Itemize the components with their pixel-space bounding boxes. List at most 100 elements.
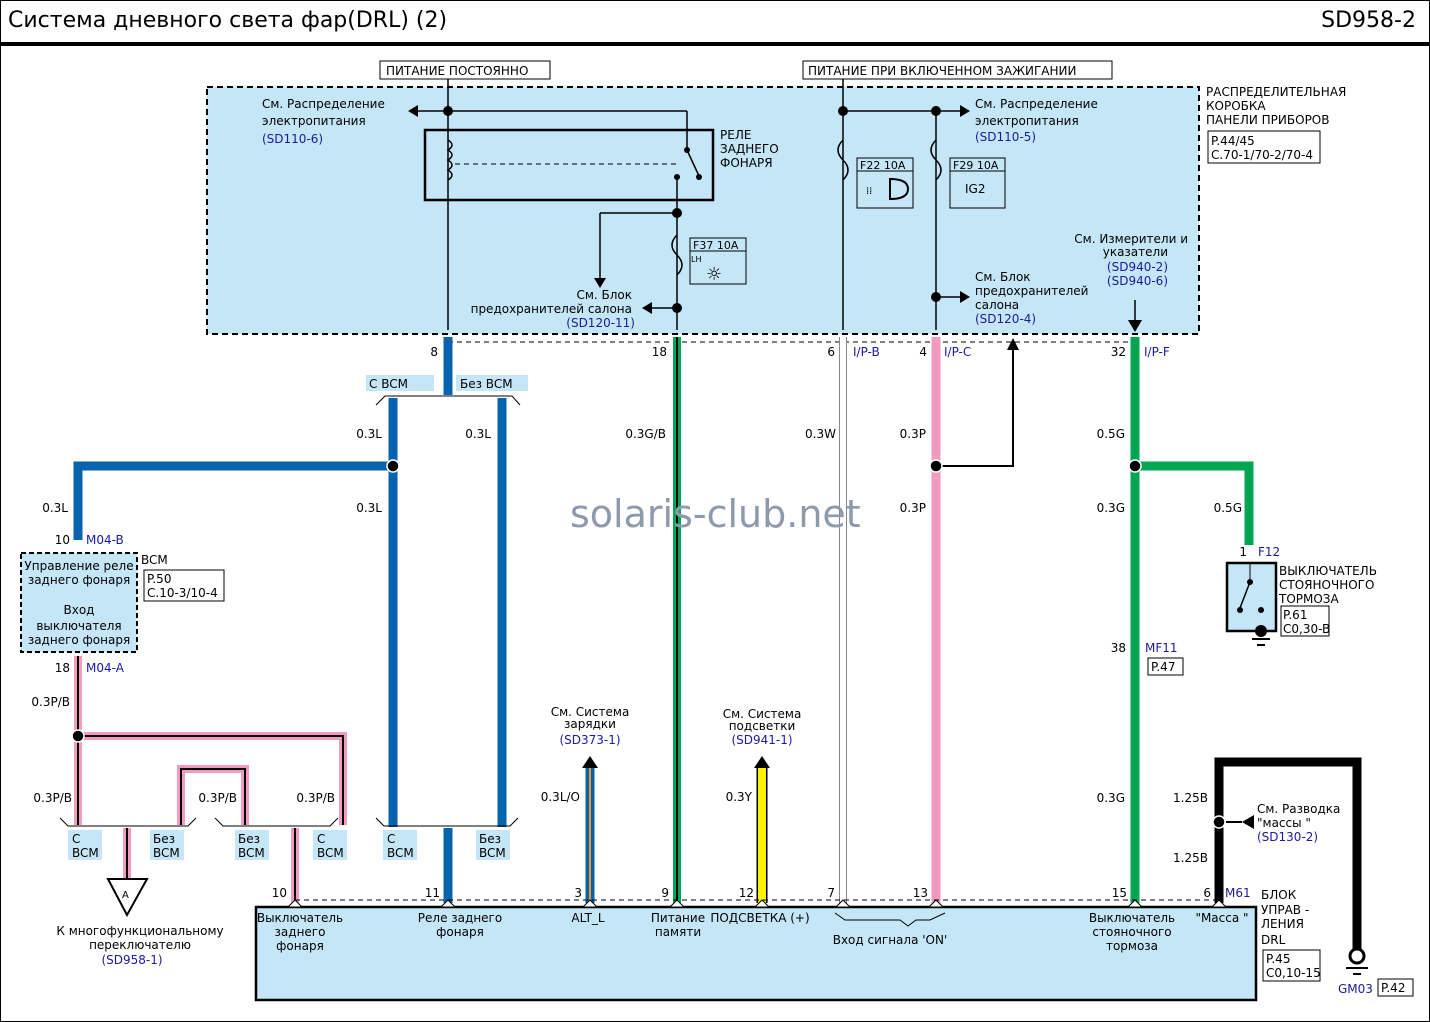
power-ignition-label: ПИТАНИЕ ПРИ ВКЛЮЧЕННОМ ЗАЖИГАНИИ	[808, 64, 1077, 78]
drl-pin-label: Выключатель	[257, 911, 343, 925]
header-divider	[0, 42, 1430, 46]
connector-a-text-1: К многофункциональному	[56, 924, 223, 938]
bcm-conn-bottom: M04-A	[86, 661, 125, 675]
see-backlight-1: См. Система	[723, 707, 802, 721]
mf11-ref: P.47	[1151, 660, 1175, 674]
drl-pin-15: 15	[1112, 886, 1127, 900]
relay-label-2: ЗАДНЕГО	[720, 142, 779, 156]
relay-coil-icon	[446, 139, 453, 181]
bcm-func2-2: выключателя	[36, 619, 121, 633]
fuse-f29-text: IG2	[965, 182, 985, 196]
see-meters-ref-2[interactable]: (SD940-6)	[1107, 274, 1168, 288]
svg-text:Без: Без	[479, 832, 501, 846]
junction-box	[206, 86, 1200, 335]
see-power-right-ref[interactable]: (SD110-5)	[975, 130, 1036, 144]
drl-pin-12: 12	[739, 886, 754, 900]
park-switch-ref-2: C0,30-B	[1283, 622, 1330, 636]
power-constant-box	[379, 60, 551, 80]
drl-pin-7: 7	[827, 886, 835, 900]
drl-pin-label: тормоза	[1106, 939, 1158, 953]
drl-pin-3: 3	[574, 886, 582, 900]
see-fuse-right-2: предохранителей	[975, 284, 1088, 298]
wl-y: 0.3Y	[726, 790, 753, 804]
see-meters-1: См. Измерители и	[1074, 232, 1188, 246]
svg-text:BCM: BCM	[479, 846, 506, 860]
wl-blue-c: 0.3L	[356, 501, 382, 515]
connector-a-ref[interactable]: (SD958-1)	[101, 953, 162, 967]
junction-box-name-1: РАСПРЕДЕЛИТЕЛЬНАЯ	[1206, 85, 1346, 99]
pin-terminal-icon	[668, 899, 686, 908]
pin-terminal-icon	[439, 899, 457, 908]
wl-blue-b: 0.3L	[465, 427, 491, 441]
diagram-code: SD958-2	[1321, 8, 1416, 33]
page-title: Система дневного света фар(DRL) (2)	[8, 8, 448, 33]
drl-pin-10: 10	[272, 886, 287, 900]
fuse-f37	[689, 237, 747, 285]
drl-pin-label: Реле заднего	[418, 911, 502, 925]
see-fuse-left-ref[interactable]: (SD120-11)	[566, 316, 635, 330]
pin-18: 18	[652, 345, 667, 359]
svg-text:⁞⁞: ⁞⁞	[866, 186, 872, 197]
pin-32: 32	[1111, 345, 1126, 359]
see-power-right-2: электропитания	[975, 114, 1079, 128]
pin-terminal-icon	[834, 899, 852, 908]
junction-box-ref-1: P.44/45	[1211, 134, 1255, 148]
fuse-f29-label: F29 10A	[953, 159, 999, 172]
wl-green-1: 0.5G	[1097, 427, 1125, 441]
park-switch-pin: 1	[1239, 545, 1247, 559]
fuse-f22	[856, 157, 914, 209]
svg-text:Без: Без	[153, 832, 175, 846]
see-power-left-ref[interactable]: (SD110-6)	[262, 132, 323, 146]
junction-box-ref-2: C.70-1/70-2/70-4	[1211, 148, 1313, 162]
drl-pin-label: ПОДСВЕТКА (+)	[710, 911, 809, 925]
see-fuse-right-ref[interactable]: (SD120-4)	[975, 312, 1036, 326]
conn-ipf: I/P-F	[1144, 345, 1170, 359]
wl-green-gb: 0.3G/B	[625, 427, 666, 441]
svg-text:BCM: BCM	[72, 846, 99, 860]
wl-b1: 1.25B	[1173, 791, 1208, 805]
see-backlight-ref[interactable]: (SD941-1)	[731, 733, 792, 747]
svg-text:Без: Без	[238, 832, 260, 846]
bcm-pin-bottom: 18	[55, 661, 70, 675]
see-charging-ref[interactable]: (SD373-1)	[559, 733, 620, 747]
svg-text:С: С	[387, 832, 395, 846]
see-fuse-left-1: См. Блок	[576, 288, 632, 302]
wl-pink-2: 0.3P	[900, 501, 926, 515]
wl-green-3: 0.5G	[1214, 501, 1242, 515]
drl-ref-1: P.45	[1266, 952, 1290, 966]
drl-pin-9: 9	[661, 886, 669, 900]
bcm-ref-2: C.10-3/10-4	[147, 586, 218, 600]
see-fuse-right-3: салона	[975, 298, 1019, 312]
see-ground-ref[interactable]: (SD130-2)	[1257, 830, 1318, 844]
wl-pb-1: 0.3P/B	[31, 695, 70, 709]
bcm-label: BCM	[141, 553, 168, 567]
ground-ref: P.42	[1381, 981, 1405, 995]
wl-b2: 1.25B	[1173, 851, 1208, 865]
connector-a[interactable]	[106, 878, 149, 918]
wl-blue-a: 0.3L	[356, 427, 382, 441]
see-meters-ref-1[interactable]: (SD940-2)	[1107, 260, 1168, 274]
wl-lo: 0.3L/O	[541, 790, 580, 804]
drl-pin-label: Питание	[651, 911, 705, 925]
fuse-f22-label: F22 10A	[860, 159, 906, 172]
drl-pin-label: стояночного	[1092, 925, 1171, 939]
power-ignition-box	[802, 60, 1113, 80]
drl-pin-11: 11	[425, 886, 440, 900]
headlamp-icon	[889, 177, 910, 201]
drl-ref-2: C0,10-15	[1266, 966, 1321, 980]
pin-terminal-icon	[1126, 899, 1144, 908]
drl-control-unit	[254, 905, 1258, 1002]
junction-box-name-2: КОРОБКА	[1206, 99, 1266, 113]
wl-pb-3: 0.3P/B	[198, 791, 237, 805]
wl-white: 0.3W	[805, 427, 836, 441]
drl-pin-label: памяти	[655, 925, 701, 939]
drl-pin-13: 13	[913, 886, 928, 900]
fuse-f29	[949, 157, 1006, 209]
pin-terminal-icon	[581, 899, 599, 908]
see-fuse-left-2: предохранителей салона	[471, 302, 632, 316]
watermark: solaris-club.net	[570, 492, 861, 536]
pin-terminal-icon	[927, 899, 945, 908]
junction-box-name-3: ПАНЕЛИ ПРИБОРОВ	[1206, 113, 1329, 127]
